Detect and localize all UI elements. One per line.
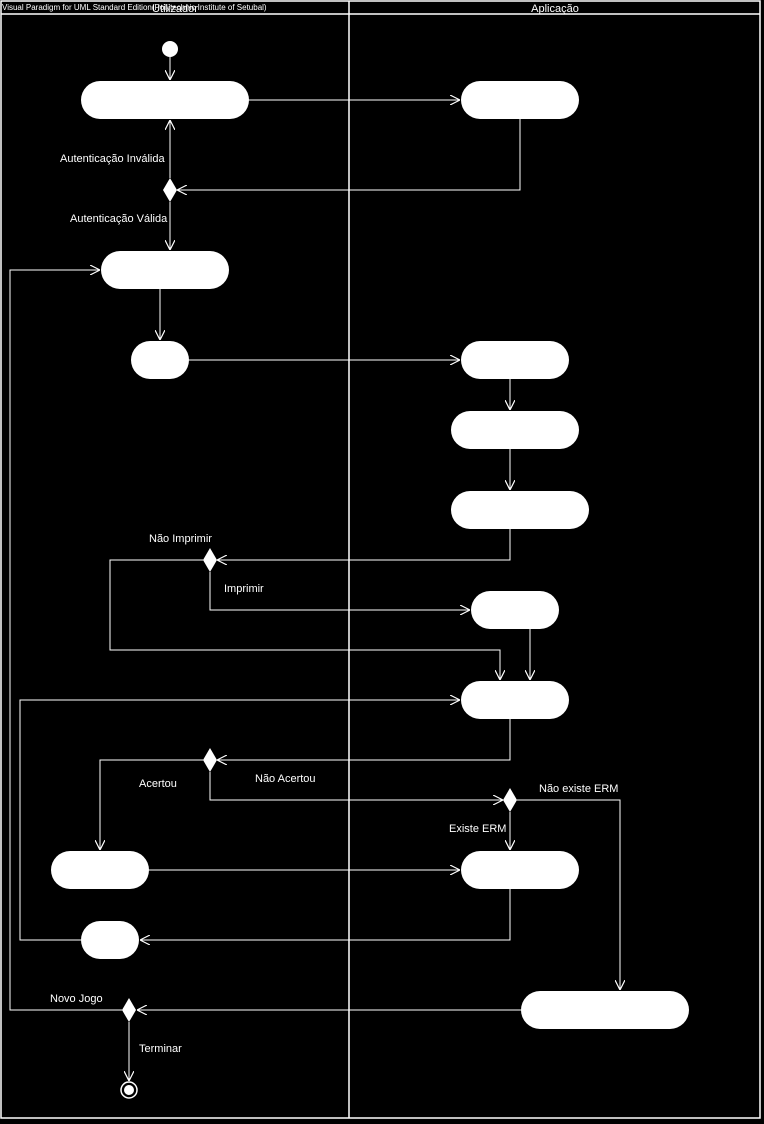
- control-flows: [9, 57, 620, 1081]
- activity-node[interactable]: [461, 851, 579, 889]
- guard-label-no-print: Não Imprimir: [149, 533, 212, 545]
- guard-label-erm-exists: Existe ERM: [449, 823, 506, 835]
- activity-node[interactable]: [451, 411, 579, 449]
- decision-node: [503, 788, 517, 812]
- control-flow: [217, 529, 511, 560]
- activity-node[interactable]: [101, 251, 229, 289]
- control-flow: [9, 270, 122, 1011]
- activity-node[interactable]: [461, 681, 569, 719]
- control-flow: [109, 559, 500, 680]
- decision-node: [203, 748, 217, 772]
- activity-node[interactable]: [461, 341, 569, 379]
- activity-node[interactable]: [521, 991, 689, 1029]
- activity-node[interactable]: [471, 591, 559, 629]
- control-flow: [209, 572, 470, 610]
- decision-node: [203, 548, 217, 572]
- activity-node[interactable]: [51, 851, 149, 889]
- final-node: [120, 1081, 138, 1099]
- guard-label-auth-valid: Autenticação Válida: [70, 213, 168, 225]
- swimlane-header-aplicacao: Aplicação: [531, 3, 579, 15]
- swimlane-header-utilizador: Utilizador: [152, 3, 198, 15]
- guard-label-auth-invalid: Autenticação Inválida: [60, 153, 165, 165]
- control-flow: [140, 889, 511, 940]
- control-flow: [217, 719, 511, 760]
- decision-node: [163, 178, 177, 202]
- control-flow: [517, 799, 620, 990]
- guard-label-erm-not-exists: Não existe ERM: [539, 783, 618, 795]
- guard-label-finish: Terminar: [139, 1043, 182, 1055]
- control-flow: [100, 759, 203, 850]
- guard-label-new-game: Novo Jogo: [50, 993, 103, 1005]
- activity-node[interactable]: [461, 81, 579, 119]
- decision-node: [122, 998, 136, 1022]
- activity-node[interactable]: [451, 491, 589, 529]
- guard-label-print: Imprimir: [224, 583, 264, 595]
- initial-node: [162, 41, 178, 57]
- control-flow: [209, 772, 503, 800]
- activity-node[interactable]: [81, 81, 249, 119]
- activity-node[interactable]: [131, 341, 189, 379]
- activity-node[interactable]: [81, 921, 139, 959]
- control-flow: [177, 119, 521, 190]
- guard-label-correct: Acertou: [139, 778, 177, 790]
- tool-watermark: Visual Paradigm for UML Standard Edition…: [2, 3, 267, 12]
- control-flow: [19, 700, 460, 941]
- guard-label-not-correct: Não Acertou: [255, 773, 316, 785]
